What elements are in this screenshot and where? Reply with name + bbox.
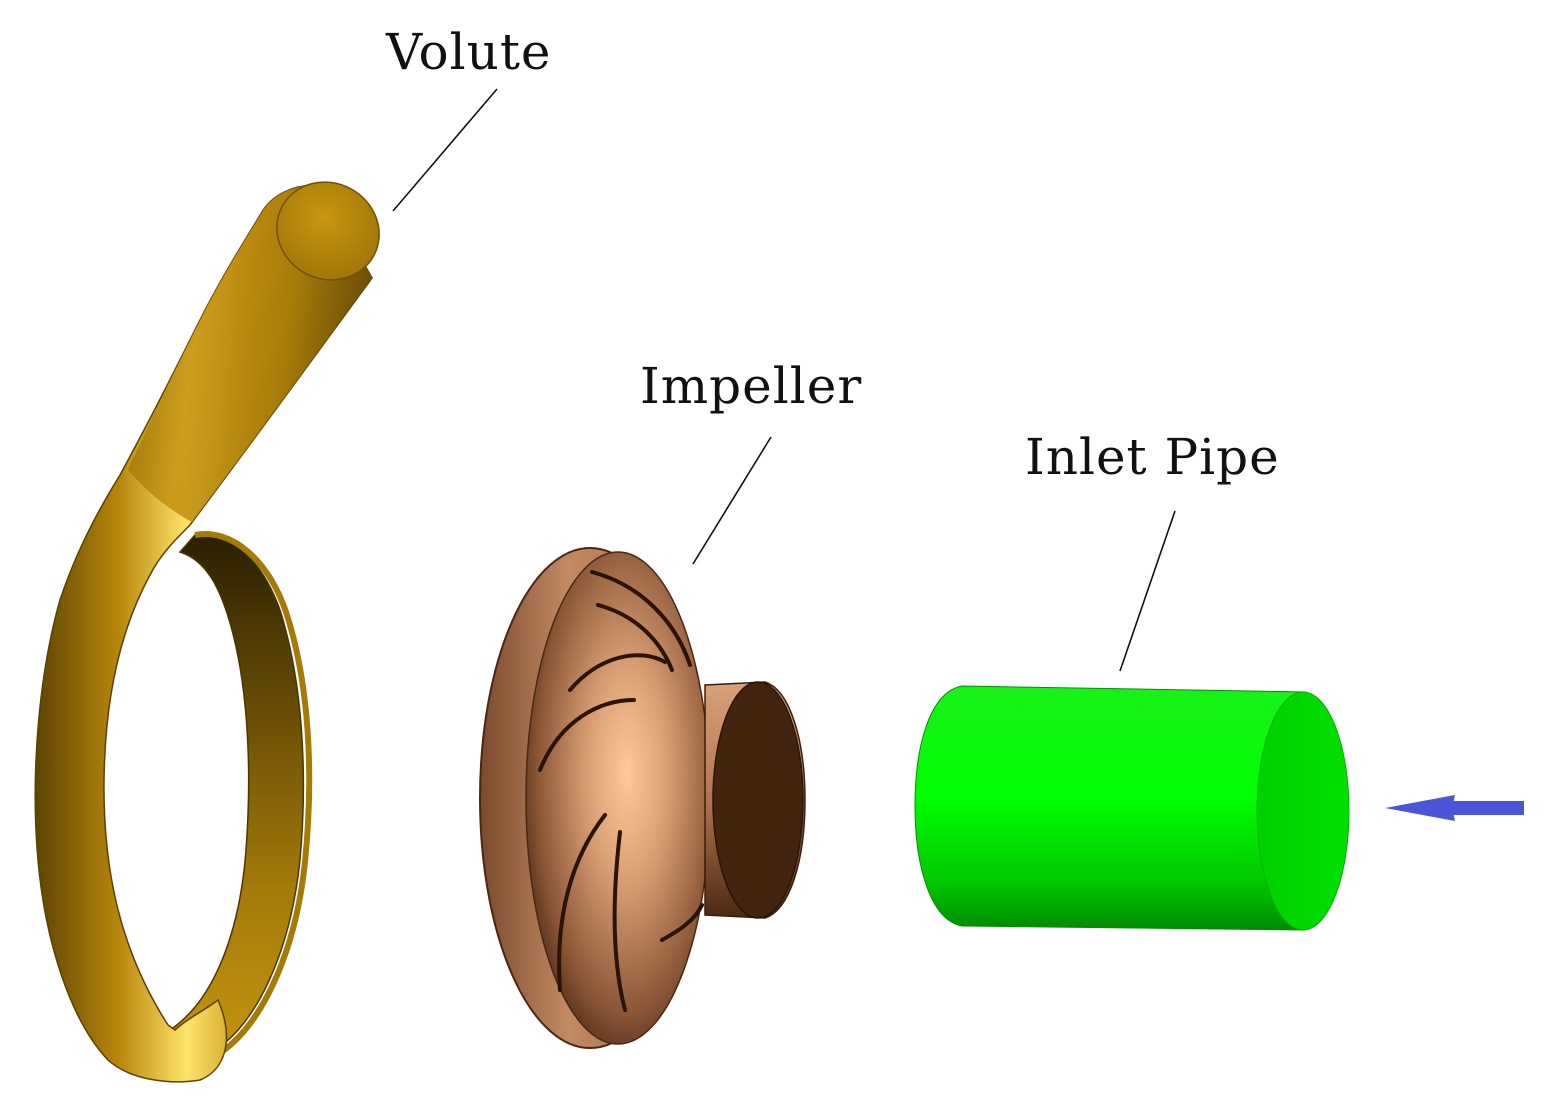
inlet-pipe [914, 685, 1350, 931]
volute-ring-edge [194, 531, 313, 1057]
flow-arrow-head [1385, 795, 1455, 821]
inlet-pipe-end-face [1256, 691, 1350, 931]
impeller-blade [557, 813, 607, 992]
impeller-leader-line [692, 436, 772, 565]
flow-arrow-shaft [1450, 801, 1524, 815]
inlet-pipe-body [914, 685, 1306, 931]
impeller-blade [568, 653, 667, 692]
inlet-pipe-leader-line [1119, 510, 1176, 672]
impeller [479, 547, 806, 1049]
impeller-blade [538, 698, 636, 772]
impeller-blade [596, 603, 674, 672]
volute-leader-line [392, 88, 498, 212]
volute-outlet-face [276, 181, 380, 281]
impeller-blade [660, 903, 704, 942]
volute [34, 181, 380, 1083]
impeller-blades [538, 570, 704, 1012]
impeller-hub-face [712, 681, 804, 919]
volute-label: Volute [385, 23, 552, 81]
impeller-blade [590, 570, 692, 667]
impeller-blade [612, 830, 627, 1012]
inlet-pipe-label: Inlet Pipe [1025, 428, 1280, 486]
flow-direction-arrow [1385, 795, 1524, 821]
impeller-label: Impeller [640, 357, 862, 415]
